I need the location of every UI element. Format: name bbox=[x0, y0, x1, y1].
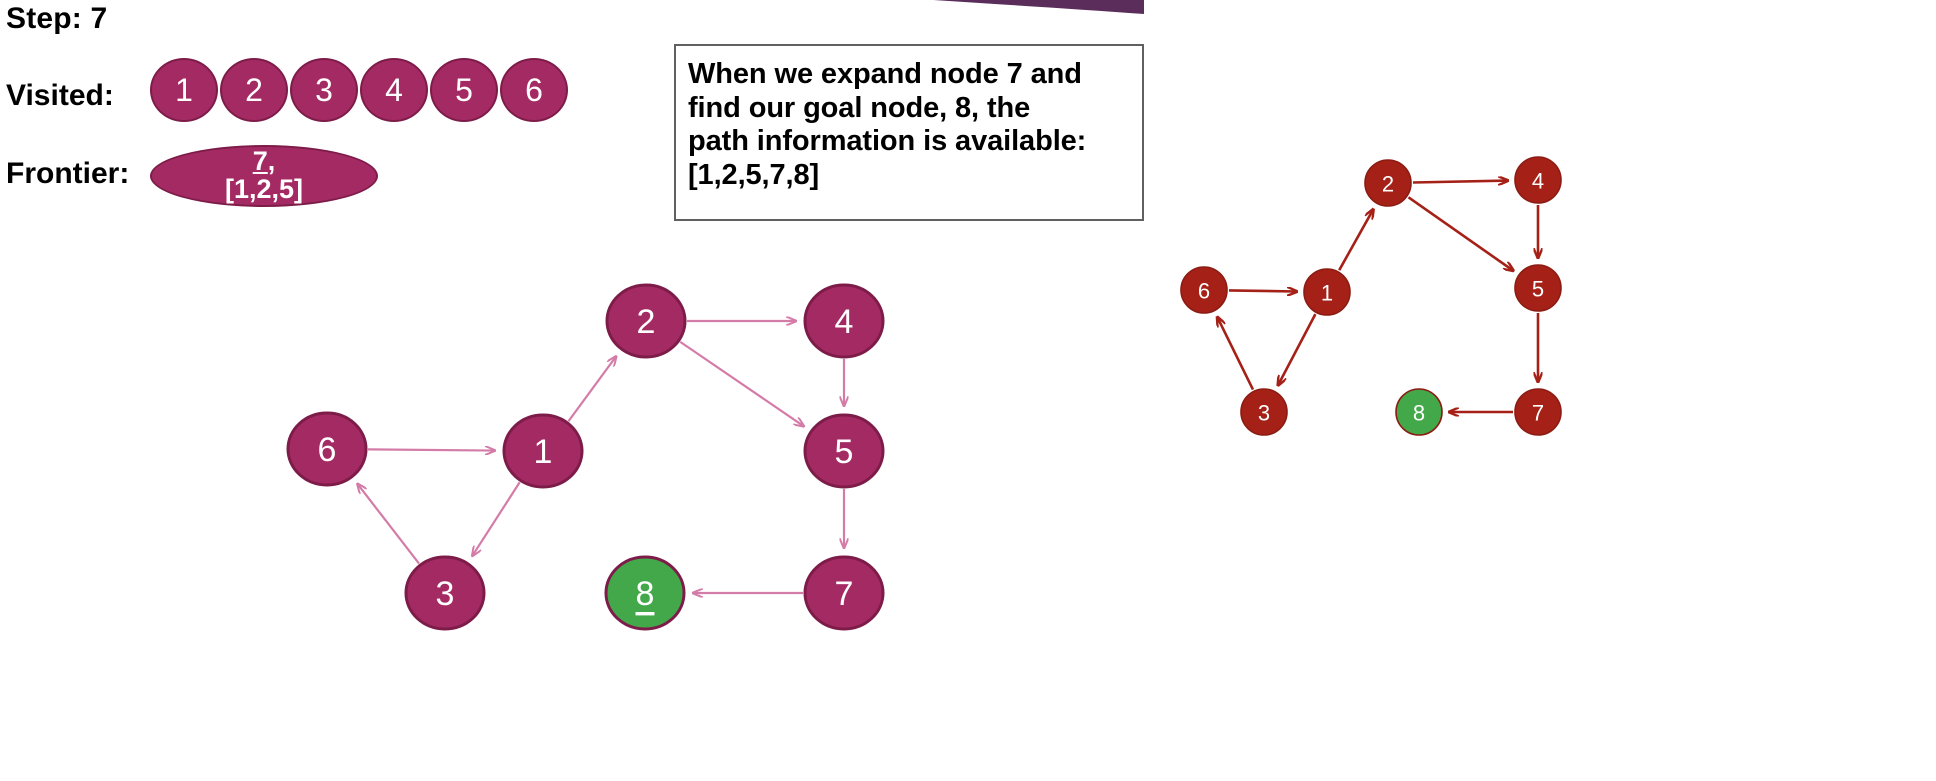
graph-node-6[interactable]: 6 bbox=[286, 411, 368, 487]
graph-node-1[interactable]: 1 bbox=[502, 413, 584, 489]
explanation-textbox: When we expand node 7 and find our goal … bbox=[674, 44, 1144, 221]
node-label-7: 7 bbox=[835, 575, 854, 613]
node-label-2: 2 bbox=[1382, 172, 1394, 197]
reference-graph-svg: 2 4 6 1 5 3 8 7 bbox=[1180, 156, 1562, 436]
edge-6-to-1 bbox=[367, 449, 495, 450]
node-label-1: 1 bbox=[534, 433, 553, 471]
frontier-item: 7, [1,2,5] bbox=[150, 145, 378, 207]
explanation-line-1: When we expand node 7 and bbox=[688, 58, 1082, 90]
graph-node-3[interactable]: 3 bbox=[404, 555, 486, 631]
edge-6-to-1 bbox=[1228, 290, 1297, 291]
visited-node-3: 3 bbox=[290, 58, 358, 122]
nodes: 2 4 6 1 5 3 8 7 bbox=[286, 283, 885, 631]
nodes: 2 4 6 1 5 3 8 7 bbox=[1180, 156, 1562, 436]
visited-node-5: 5 bbox=[430, 58, 498, 122]
reference-graph: 2 4 6 1 5 3 8 7 bbox=[1160, 130, 1936, 450]
edge-2-to-5 bbox=[679, 340, 804, 426]
node-label-5: 5 bbox=[1532, 277, 1544, 302]
node-label-4: 4 bbox=[835, 303, 854, 341]
node-label-1: 1 bbox=[1321, 281, 1333, 306]
edge-2-to-4 bbox=[1412, 181, 1508, 183]
edge-1-to-3 bbox=[1278, 313, 1317, 385]
visited-node-2: 2 bbox=[220, 58, 288, 122]
visited-label: Visited: bbox=[6, 79, 114, 112]
main-search-graph: 2 4 6 1 5 3 8 7 bbox=[260, 270, 940, 650]
graph-node-4[interactable]: 4 bbox=[1514, 156, 1562, 204]
node-label-3: 3 bbox=[436, 575, 455, 613]
node-label-3: 3 bbox=[1258, 401, 1270, 426]
edge-1-to-2 bbox=[567, 356, 616, 422]
node-label-2: 2 bbox=[637, 303, 656, 341]
node-label-6: 6 bbox=[1198, 279, 1210, 304]
top-banner-decoration bbox=[388, 0, 1144, 20]
visited-node-6: 6 bbox=[500, 58, 568, 122]
node-shape-6[interactable] bbox=[286, 411, 368, 487]
node-label-5: 5 bbox=[835, 433, 854, 471]
frontier-item-node: 7 bbox=[252, 146, 268, 177]
frontier-item-path: [1,2,5] bbox=[224, 174, 304, 204]
graph-node-4[interactable]: 4 bbox=[803, 283, 885, 359]
node-label-7: 7 bbox=[1532, 401, 1544, 426]
graph-node-3[interactable]: 3 bbox=[1240, 388, 1288, 436]
graph-node-8[interactable]: 8 bbox=[604, 555, 686, 631]
graph-node-8[interactable]: 8 bbox=[1395, 388, 1443, 436]
node-shape-8[interactable] bbox=[1395, 388, 1443, 436]
node-label-8: 8 bbox=[1413, 401, 1425, 426]
edges bbox=[1217, 181, 1538, 412]
node-shape-4[interactable] bbox=[803, 283, 885, 359]
graph-node-1[interactable]: 1 bbox=[1303, 268, 1351, 316]
node-label-8: 8 bbox=[636, 575, 655, 613]
frontier-label: Frontier: bbox=[6, 157, 130, 190]
node-shape-3[interactable] bbox=[404, 555, 486, 631]
node-shape-5[interactable] bbox=[803, 413, 885, 489]
graph-node-5[interactable]: 5 bbox=[1514, 264, 1562, 312]
edge-1-to-3 bbox=[472, 481, 521, 556]
banner-curve bbox=[933, 0, 1144, 14]
node-label-6: 6 bbox=[318, 431, 337, 469]
edges bbox=[357, 321, 844, 593]
node-shape-1[interactable] bbox=[1303, 268, 1351, 316]
banner-shape bbox=[933, 0, 1144, 14]
edge-3-to-6 bbox=[357, 484, 420, 565]
explanation-line-2: find our goal node, 8, the bbox=[688, 91, 1031, 124]
main-graph-svg: 2 4 6 1 5 3 8 7 bbox=[286, 283, 885, 631]
node-shape-4[interactable] bbox=[1514, 156, 1562, 204]
node-shape-2[interactable] bbox=[1364, 159, 1412, 207]
node-label-4: 4 bbox=[1532, 169, 1544, 194]
frontier-item-comma: , bbox=[267, 146, 276, 177]
node-shape-8[interactable] bbox=[604, 555, 686, 631]
graph-node-2[interactable]: 2 bbox=[605, 283, 687, 359]
node-shape-3[interactable] bbox=[1240, 388, 1288, 436]
graph-node-6[interactable]: 6 bbox=[1180, 266, 1228, 314]
edge-2-to-5 bbox=[1407, 196, 1513, 270]
frontier-item-head: 7, bbox=[253, 148, 276, 176]
node-shape-7[interactable] bbox=[1514, 388, 1562, 436]
node-shape-7[interactable] bbox=[803, 555, 885, 631]
graph-node-5[interactable]: 5 bbox=[803, 413, 885, 489]
node-shape-2[interactable] bbox=[605, 283, 687, 359]
explanation-line-4: [1,2,5,7,8] bbox=[688, 158, 820, 191]
graph-node-2[interactable]: 2 bbox=[1364, 159, 1412, 207]
edge-3-to-6 bbox=[1217, 317, 1255, 391]
visited-node-1: 1 bbox=[150, 58, 218, 122]
graph-node-7[interactable]: 7 bbox=[803, 555, 885, 631]
node-shape-5[interactable] bbox=[1514, 264, 1562, 312]
visited-node-4: 4 bbox=[360, 58, 428, 122]
node-shape-6[interactable] bbox=[1180, 266, 1228, 314]
step-label: Step: 7 bbox=[6, 2, 108, 35]
edge-1-to-2 bbox=[1338, 209, 1373, 271]
explanation-line-3: path information is available: bbox=[688, 125, 1087, 158]
node-shape-1[interactable] bbox=[502, 413, 584, 489]
graph-node-7[interactable]: 7 bbox=[1514, 388, 1562, 436]
